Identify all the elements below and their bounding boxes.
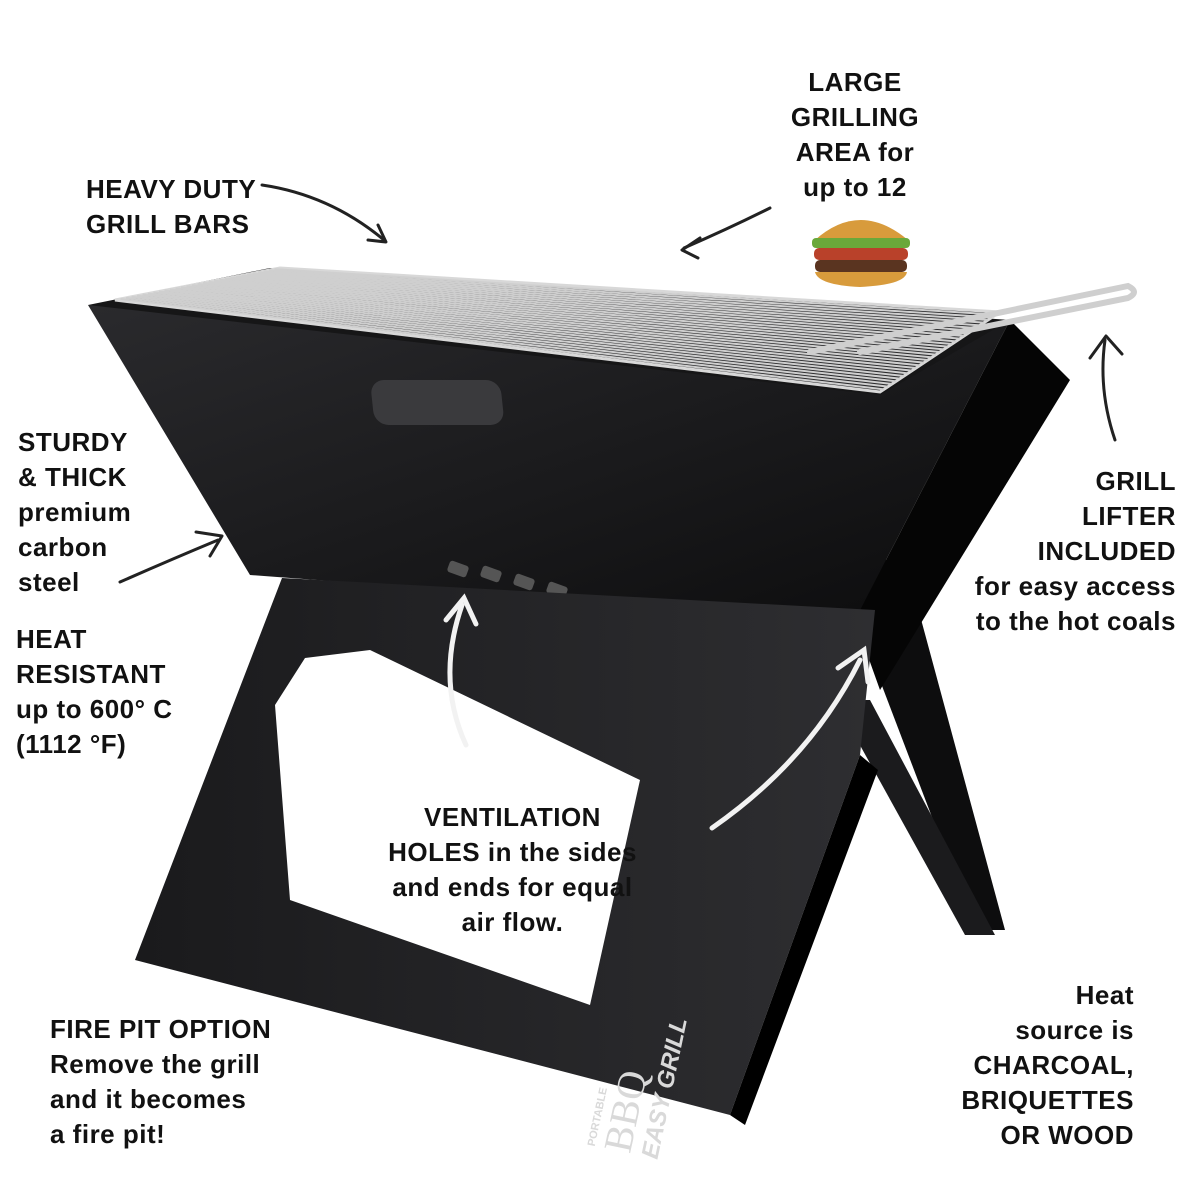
- grate-bar: [180, 286, 929, 361]
- grate-bar: [263, 270, 989, 321]
- callout-heat-source: Heat source is CHARCOAL, BRIQUETTES OR W…: [961, 980, 1134, 1150]
- grate-bar: [224, 277, 961, 340]
- callout-grill-lifter: GRILL LIFTER INCLUDED for easy access to…: [974, 466, 1176, 636]
- rear-leg-foot: [835, 700, 995, 935]
- grate-bar: [147, 292, 905, 377]
- callout-heat-resistant: HEAT RESISTANT up to 600° C (1112 °F): [16, 624, 173, 759]
- grate-bar: [158, 290, 913, 372]
- grate-bar: [246, 273, 977, 329]
- burger-icon: [812, 220, 910, 287]
- grate-bar: [175, 287, 925, 364]
- grate-bar: [153, 291, 909, 375]
- airflow-arrow: [443, 593, 871, 831]
- callout-steel: STURDY & THICK premium carbon steel: [18, 427, 132, 597]
- callout-grill-bars: HEAVY DUTY GRILL BARS: [86, 174, 257, 239]
- grate-bar: [120, 297, 885, 391]
- grate-bar: [125, 296, 889, 388]
- grill-lifter: [807, 282, 1137, 355]
- handle-cutout: [371, 380, 504, 425]
- grate-bar: [219, 278, 957, 343]
- grate-bar: [169, 288, 921, 367]
- callout-fire-pit: FIRE PIT OPTION Remove the grill and it …: [50, 1014, 272, 1149]
- grate-bar: [257, 271, 985, 324]
- grate-bar: [186, 285, 933, 359]
- grate-bar: [191, 284, 937, 356]
- grate-bar: [202, 281, 945, 351]
- grate-bar: [131, 295, 893, 385]
- grate-bar: [142, 293, 901, 380]
- front-leg: [135, 578, 875, 1115]
- grate-bar: [235, 275, 969, 335]
- grate-bar: [213, 279, 953, 345]
- grate-bar: [230, 276, 965, 337]
- grate-bar: [197, 283, 941, 353]
- grate-bar: [268, 269, 993, 319]
- grate-bar: [136, 294, 897, 383]
- callout-grilling-area: LARGE GRILLING AREA for up to 12: [790, 67, 920, 202]
- front-leg-edge: [730, 755, 878, 1125]
- grill-grate: [114, 266, 1005, 394]
- grate-bar: [252, 272, 981, 327]
- grate-bar: [208, 280, 949, 348]
- firebox-side: [855, 320, 1070, 690]
- grate-bar: [241, 274, 973, 332]
- callout-ventilation: VENTILATION HOLES in the sides and ends …: [388, 802, 637, 937]
- firebox-front: [88, 305, 1010, 620]
- grate-bar: [164, 289, 917, 369]
- hand-drawn-arrow: [118, 183, 1124, 584]
- grate-bar: [274, 268, 997, 316]
